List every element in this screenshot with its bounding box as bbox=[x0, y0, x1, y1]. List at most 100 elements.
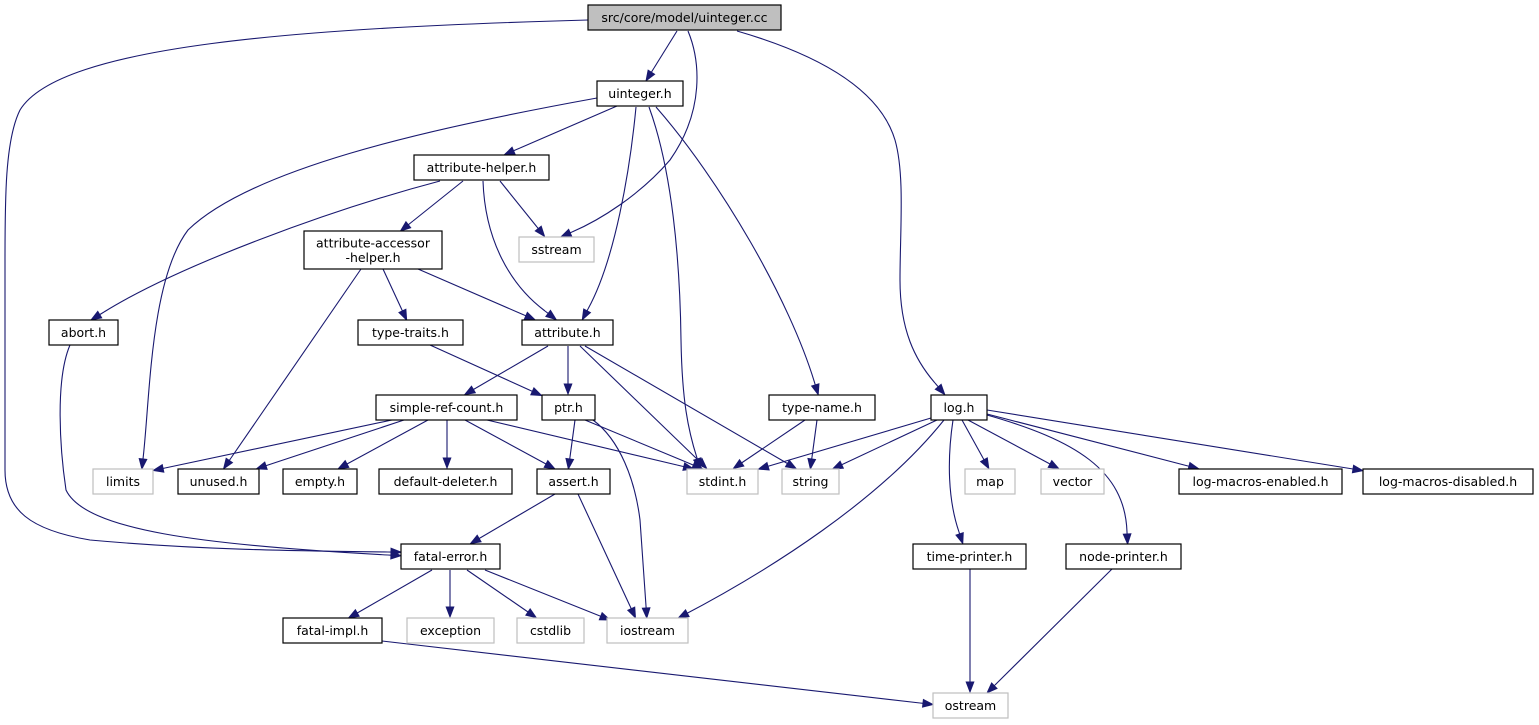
node-box[interactable] bbox=[912, 543, 1027, 570]
arrowhead bbox=[1122, 533, 1132, 546]
node-assert-h[interactable]: assert.h bbox=[536, 468, 611, 495]
edge-line bbox=[482, 180, 546, 312]
node-default-deleter-h[interactable]: default-deleter.h bbox=[378, 468, 513, 495]
node-type-traits-h[interactable]: type-traits.h bbox=[357, 319, 464, 346]
node-attribute-accessor-helper-h[interactable]: attribute-accessor-helper.h bbox=[303, 230, 443, 270]
edge-line-extension bbox=[685, 461, 694, 466]
edge-line bbox=[417, 268, 525, 316]
edge-fatal-impl-h-to-ostream bbox=[381, 640, 935, 708]
node-label: iostream bbox=[620, 623, 675, 638]
edge-line bbox=[103, 180, 441, 313]
node-box[interactable] bbox=[930, 394, 988, 421]
node-simple-ref-count-h[interactable]: simple-ref-count.h bbox=[375, 394, 518, 421]
arrowhead bbox=[525, 607, 538, 619]
node-fatal-impl-h[interactable]: fatal-impl.h bbox=[282, 617, 383, 644]
arrowhead bbox=[530, 387, 543, 397]
node-fatal-error-h[interactable]: fatal-error.h bbox=[400, 543, 501, 570]
edge-log-h-to-log-macros-enabled-h bbox=[986, 413, 1201, 471]
node-box[interactable] bbox=[1065, 543, 1182, 570]
edge-simple-ref-count-h-to-assert-h bbox=[464, 419, 557, 470]
edge-uinteger-cc-to-log-h bbox=[736, 30, 946, 396]
arrowhead bbox=[399, 220, 412, 232]
node-log-macros-disabled-h[interactable]: log-macros-disabled.h bbox=[1362, 468, 1534, 495]
node-attribute-h[interactable]: attribute.h bbox=[521, 319, 614, 346]
node-label: -helper.h bbox=[345, 250, 400, 265]
node-label: sstream bbox=[531, 242, 581, 257]
arrowhead bbox=[442, 457, 452, 470]
edge-line-extension bbox=[650, 67, 655, 73]
node-sstream: sstream bbox=[518, 236, 595, 263]
node-box[interactable] bbox=[282, 617, 383, 644]
node-label: uinteger.h bbox=[608, 86, 671, 101]
arrowhead bbox=[336, 459, 350, 470]
node-label: map bbox=[976, 474, 1004, 489]
edge-line bbox=[464, 419, 547, 465]
node-box[interactable] bbox=[177, 468, 260, 495]
edge-attribute-accessor-helper-h-to-type-traits-h bbox=[382, 268, 408, 322]
node-ptr-h[interactable]: ptr.h bbox=[541, 394, 596, 421]
edge-line bbox=[655, 106, 816, 385]
node-box[interactable] bbox=[596, 80, 684, 107]
node-box bbox=[606, 617, 689, 644]
node-type-name-h[interactable]: type-name.h bbox=[768, 394, 876, 421]
arrowhead bbox=[543, 459, 557, 470]
edge-log-h-to-map bbox=[961, 419, 990, 470]
edge-ptr-h-to-assert-h bbox=[565, 419, 576, 471]
edge-attribute-h-to-string bbox=[584, 345, 798, 470]
node-box[interactable] bbox=[48, 319, 119, 346]
node-box[interactable] bbox=[400, 543, 501, 570]
arrowhead bbox=[255, 461, 268, 470]
node-log-macros-enabled-h[interactable]: log-macros-enabled.h bbox=[1178, 468, 1343, 495]
node-attribute-helper-h[interactable]: attribute-helper.h bbox=[413, 154, 550, 181]
node-box bbox=[964, 468, 1016, 495]
edge-line bbox=[519, 105, 618, 149]
arrowhead bbox=[641, 607, 651, 620]
node-empty-h[interactable]: empty.h bbox=[282, 468, 358, 495]
arrowhead bbox=[810, 383, 820, 396]
node-box[interactable] bbox=[768, 394, 876, 421]
node-label: vector bbox=[1053, 474, 1094, 489]
edge-line bbox=[577, 493, 631, 607]
node-box[interactable] bbox=[1362, 468, 1534, 495]
node-box[interactable] bbox=[375, 394, 518, 421]
node-box[interactable] bbox=[1178, 468, 1343, 495]
edge-simple-ref-count-h-to-default-deleter-h bbox=[442, 420, 452, 470]
node-label: abort.h bbox=[61, 325, 106, 340]
node-box[interactable] bbox=[357, 319, 464, 346]
edge-ptr-h-to-stdint-h bbox=[584, 419, 704, 470]
edge-fatal-error-h-to-fatal-impl-h bbox=[347, 569, 433, 619]
node-box[interactable] bbox=[303, 230, 443, 270]
node-vector: vector bbox=[1040, 468, 1105, 495]
node-unused-h[interactable]: unused.h bbox=[177, 468, 260, 495]
node-ostream: ostream bbox=[932, 692, 1009, 719]
node-uinteger-h[interactable]: uinteger.h bbox=[596, 80, 684, 107]
edge-log-h-to-vector bbox=[967, 419, 1061, 470]
edge-fatal-error-h-to-cstdlib bbox=[466, 569, 538, 619]
node-label: string bbox=[793, 474, 829, 489]
node-box[interactable] bbox=[282, 468, 358, 495]
node-abort-h[interactable]: abort.h bbox=[48, 319, 119, 346]
node-label: fatal-error.h bbox=[414, 549, 488, 564]
edge-uinteger-h-to-stdint-h bbox=[648, 106, 702, 470]
node-node-printer-h[interactable]: node-printer.h bbox=[1065, 543, 1182, 570]
node-label: type-name.h bbox=[782, 400, 862, 415]
node-box[interactable] bbox=[378, 468, 513, 495]
node-box[interactable] bbox=[413, 154, 550, 181]
edge-assert-h-to-fatal-error-h bbox=[469, 493, 556, 545]
node-box[interactable] bbox=[541, 394, 596, 421]
edge-simple-ref-count-h-to-empty-h bbox=[336, 419, 429, 470]
node-label: limits bbox=[106, 474, 140, 489]
edge-line bbox=[948, 419, 960, 533]
node-log-h[interactable]: log.h bbox=[930, 394, 988, 421]
edge-attribute-h-to-stdint-h bbox=[579, 345, 708, 470]
edge-line bbox=[986, 413, 1189, 467]
edge-uinteger-h-to-limits bbox=[138, 97, 598, 471]
edge-simple-ref-count-h-to-unused-h bbox=[255, 419, 405, 470]
node-box[interactable] bbox=[521, 319, 614, 346]
node-time-printer-h[interactable]: time-printer.h bbox=[912, 543, 1027, 570]
arrowhead bbox=[503, 146, 516, 156]
node-box[interactable] bbox=[536, 468, 611, 495]
node-label: log-macros-enabled.h bbox=[1192, 474, 1328, 489]
node-label: attribute.h bbox=[534, 325, 600, 340]
node-map: map bbox=[964, 468, 1016, 495]
